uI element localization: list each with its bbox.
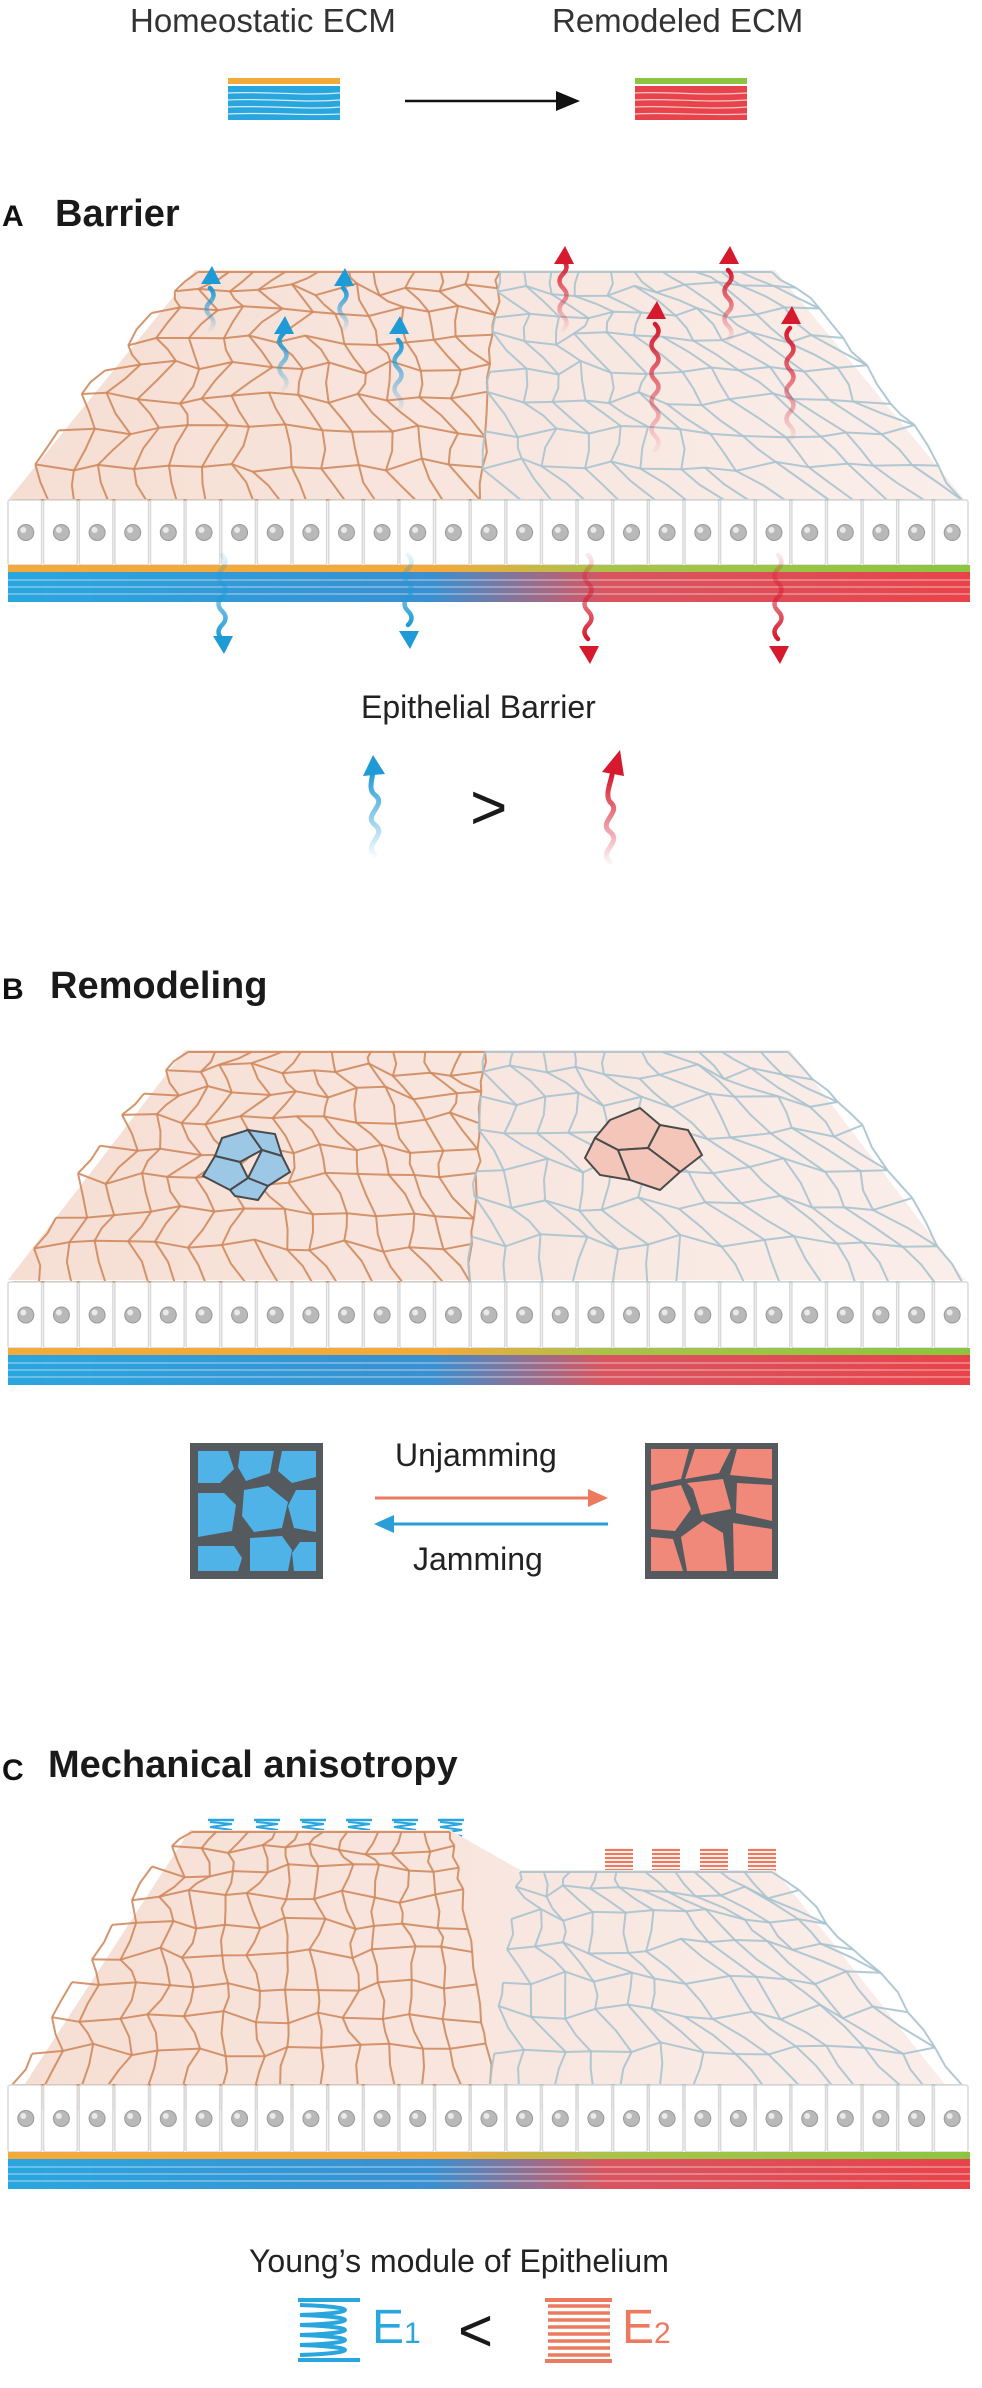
epithelial-barrier-caption: Epithelial Barrier (361, 689, 596, 725)
barrier-cell-mesh-right (480, 271, 963, 501)
red-permeation-arrows (554, 246, 801, 664)
unjammed-cell-cluster (583, 1106, 704, 1192)
section-b-title: Remodeling (50, 965, 268, 1007)
barrier-comparator: > (470, 771, 508, 843)
remodeled-ecm-label: Remodeled ECM (552, 2, 804, 39)
jammed-tissue-icon (190, 1443, 323, 1579)
section-a-letter: A (2, 200, 24, 233)
e1-label: E1 (372, 2301, 421, 2354)
remodeled-ecm-swatch (634, 78, 748, 120)
anisotropy-cell-row (7, 2084, 969, 2153)
legend-arrow (405, 91, 580, 111)
blue-barrier-arrow-icon (363, 755, 385, 858)
remodeling-epithelial-sheet (8, 1050, 965, 1280)
jamming-arrow (374, 1515, 608, 1533)
unjamming-arrow (375, 1489, 608, 1507)
barrier-cell-row (7, 499, 969, 566)
homeostatic-ecm-swatch (227, 78, 341, 120)
e2-label: E2 (622, 2301, 671, 2354)
unjammed-tissue-icon (645, 1443, 778, 1579)
remodeling-cell-row (7, 1281, 969, 1349)
blue-permeation-arrows (201, 266, 419, 654)
unjamming-label: Unjamming (395, 1437, 557, 1473)
barrier-tissue (7, 270, 971, 602)
jamming-label: Jamming (413, 1541, 543, 1577)
remodeling-cell-mesh-left (12, 1051, 487, 1283)
remodeling-tissue (7, 1050, 971, 1385)
anisotropy-ecm-top-layer (8, 2152, 970, 2159)
section-a-title: Barrier (55, 193, 180, 235)
remodeling-ecm-top-layer (8, 1348, 970, 1355)
barrier-ecm-top-layer (8, 565, 970, 572)
anisotropy-tissue (7, 1830, 971, 2189)
e1-spring-icon (298, 2298, 360, 2362)
e2-spring-icon (545, 2298, 612, 2363)
stiffness-comparator: < (458, 2297, 494, 2364)
homeostatic-ecm-label: Homeostatic ECM (130, 2, 396, 39)
anisotropy-epithelial-sheet (8, 1830, 965, 2110)
red-barrier-arrow-icon (602, 750, 624, 865)
youngs-module-caption: Young’s module of Epithelium (249, 2243, 669, 2279)
jammed-cell-cluster (201, 1128, 292, 1202)
barrier-cell-mesh-left (12, 271, 501, 501)
section-c-title: Mechanical anisotropy (48, 1744, 458, 1786)
section-c-letter: C (2, 1754, 24, 1787)
section-b-letter: B (2, 973, 24, 1006)
legend (227, 78, 748, 120)
anisotropy-cell-mesh-right (489, 1871, 963, 2086)
